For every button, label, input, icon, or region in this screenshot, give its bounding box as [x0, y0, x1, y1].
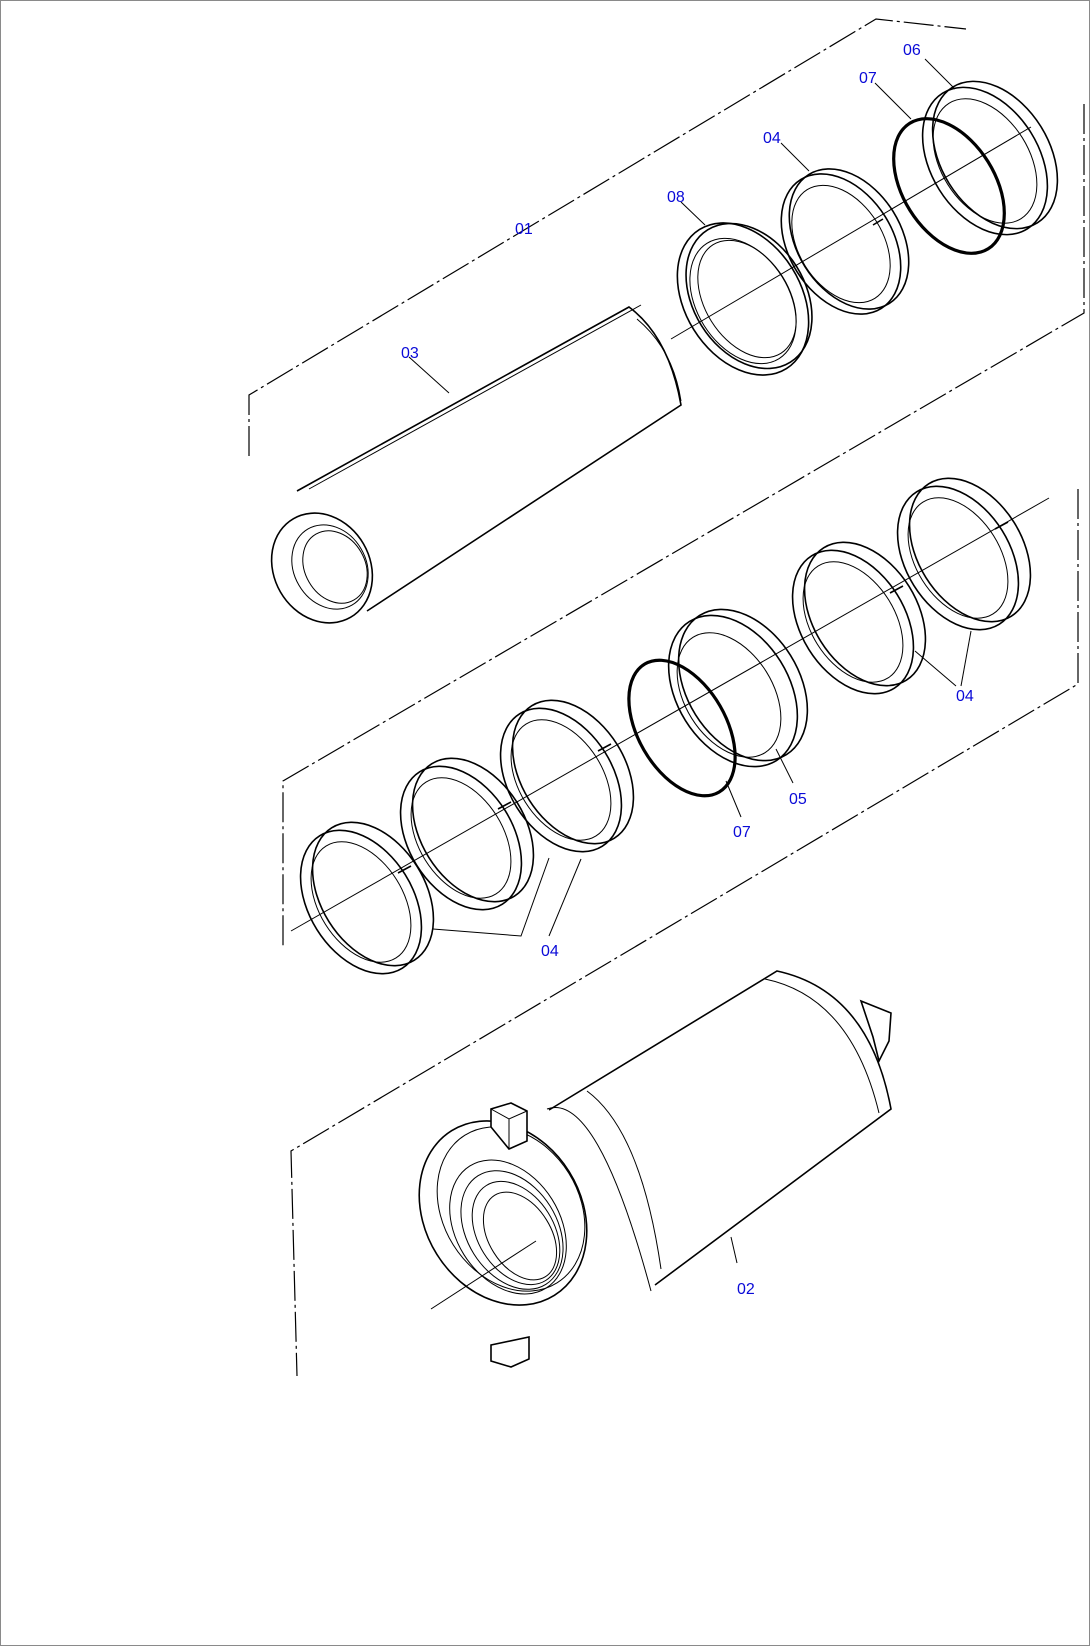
callout-01[interactable]: 01: [515, 221, 533, 238]
callout-06[interactable]: 06: [903, 42, 921, 59]
callout-07-mid[interactable]: 07: [733, 824, 751, 841]
part-03-rod: [270, 304, 682, 624]
part-04-mid-right-rings: [791, 477, 1032, 695]
part-07-top-oring: [892, 117, 1006, 255]
center-axis-lines: [290, 126, 1050, 1310]
part-02-cylinder-body: [418, 970, 892, 1368]
part-05-piston-seal: [667, 608, 809, 768]
assembly-01-boundary: [248, 18, 1085, 1377]
part-08-seal: [676, 222, 813, 376]
part-07-mid-oring: [627, 658, 737, 798]
callout-07-top[interactable]: 07: [859, 70, 877, 87]
callout-05[interactable]: 05: [789, 791, 807, 808]
callout-02[interactable]: 02: [737, 1281, 755, 1298]
callout-04-mid-left[interactable]: 04: [541, 943, 559, 960]
part-04-top-ring: [780, 168, 910, 315]
callout-08[interactable]: 08: [667, 189, 685, 206]
callout-04-mid-right[interactable]: 04: [956, 688, 974, 705]
callout-labels: 01 03 08 04 07 06 04 05 07 04 02: [401, 42, 974, 1298]
callout-03[interactable]: 03: [401, 345, 419, 362]
callout-04-top[interactable]: 04: [763, 130, 781, 147]
leader-lines: [408, 58, 972, 1264]
part-04-mid-left-rings: [299, 699, 635, 975]
